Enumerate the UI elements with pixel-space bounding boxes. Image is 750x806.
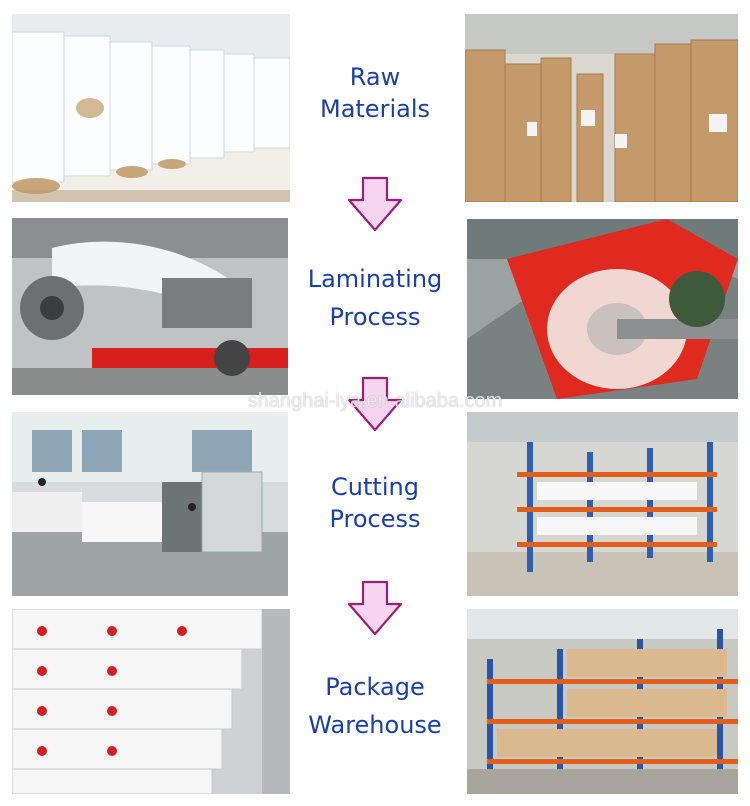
step-cutting-label: Cutting Process [329, 473, 421, 533]
watermark-text: shanghai-lya.en.alibaba.com [247, 390, 503, 412]
packaged-boxes-photo [12, 609, 290, 794]
cutting-workshop-photo [12, 412, 288, 596]
raw-materials-paper-rolls-photo [465, 14, 738, 202]
cutting-storage-racks-photo [467, 412, 738, 596]
down-arrow-icon [347, 176, 403, 232]
laminating-machine-photo [12, 218, 288, 395]
step-package-warehouse-label: Package Warehouse [308, 673, 442, 739]
laminated-red-roll-photo [467, 219, 738, 399]
step-laminating-label: Laminating Process [307, 265, 443, 331]
raw-materials-film-rolls-photo [12, 14, 290, 202]
down-arrow-icon [347, 376, 403, 432]
warehouse-racks-photo [467, 609, 738, 794]
down-arrow-icon [347, 580, 403, 636]
step-raw-materials-label: Raw Materials [319, 63, 430, 123]
